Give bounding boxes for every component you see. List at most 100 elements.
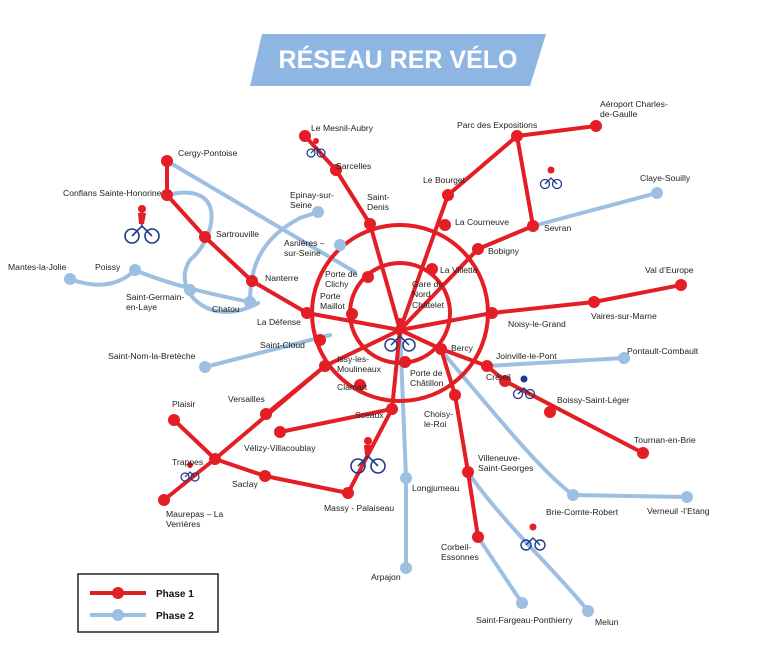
legend-phase1-label: Phase 1 <box>156 589 194 600</box>
station-chatou <box>244 296 256 308</box>
phase1-stations <box>158 120 687 543</box>
station-la-villette <box>426 263 438 275</box>
label-melun: Melun <box>595 617 619 627</box>
station-parc-expo <box>511 130 523 142</box>
label-arpajon: Arpajon <box>371 572 401 582</box>
station-brie-comte-robert <box>567 489 579 501</box>
line-corbeil <box>439 347 480 539</box>
station-la-courneuve <box>439 219 451 231</box>
station-saint-nom <box>199 361 211 373</box>
cyclist-icon <box>124 205 160 244</box>
label-conflans: Conflans Sainte-Honorine <box>63 188 162 198</box>
station-epinay <box>312 206 324 218</box>
station-sceaux <box>386 403 398 415</box>
station-porte-maillot <box>346 308 358 320</box>
station-saint-fargeau <box>516 597 528 609</box>
label-tournan: Tournan-en-Brie <box>634 435 696 445</box>
station-villeneuve <box>462 466 474 478</box>
station-porte-chatillon <box>399 356 411 368</box>
station-labels: Le Mesnil-Aubry Sarcelles Saint-Denis Pa… <box>8 99 710 627</box>
line-chatou-epinay <box>248 210 320 304</box>
station-poissy <box>129 264 141 276</box>
line-velizy <box>278 407 394 434</box>
station-creteil <box>499 375 511 387</box>
label-creteil: Créteil <box>486 372 511 382</box>
station-velizy <box>274 426 286 438</box>
cyclist-icon <box>180 462 200 482</box>
title-background <box>250 34 546 86</box>
label-cergy: Cergy-Pontoise <box>178 148 237 158</box>
station-verneuil <box>681 491 693 503</box>
label-boissy: Boissy-Saint-Léger <box>557 395 630 405</box>
station-boissy <box>544 406 556 418</box>
label-choisy: Choisy-le-Roi <box>424 409 453 429</box>
label-sartrouville: Sartrouville <box>216 229 259 239</box>
label-saint-denis: Saint-Denis <box>367 192 390 212</box>
station-saint-denis <box>364 218 376 230</box>
station-mantes-la-jolie <box>64 273 76 285</box>
legend-phase1-dot <box>112 587 124 599</box>
station-pontault <box>618 352 630 364</box>
legend-phase2-dot <box>112 609 124 621</box>
station-tournan <box>637 447 649 459</box>
label-saint-fargeau: Saint-Fargeau-Ponthierry <box>476 615 573 625</box>
station-saint-cloud <box>314 334 326 346</box>
station-claye-souilly <box>651 187 663 199</box>
legend: Phase 1 Phase 2 <box>77 573 219 633</box>
station-nanterre <box>246 275 258 287</box>
station-trappes <box>209 453 221 465</box>
line-conflans-loop <box>165 190 260 314</box>
station-versailles <box>260 408 272 420</box>
label-saint-nom: Saint-Nom-la-Bretèche <box>108 351 196 361</box>
station-arpajon <box>400 562 412 574</box>
label-sceaux: Sceaux <box>355 410 384 420</box>
station-cergy <box>161 155 173 167</box>
station-massy <box>342 487 354 499</box>
line-val-europe <box>398 283 683 332</box>
station-clamart <box>354 379 366 391</box>
label-issy: Issy-les-Moulineaux <box>337 354 382 374</box>
label-nanterre: Nanterre <box>265 273 299 283</box>
label-verneuil: Verneuil -l’Etang <box>647 506 710 516</box>
station-cdg <box>590 120 602 132</box>
label-velizy: Vélizy-Villacoublay <box>244 443 316 453</box>
station-noisy <box>486 307 498 319</box>
station-asnieres <box>334 239 346 251</box>
legend-phase2-label: Phase 2 <box>156 611 194 622</box>
legend-box <box>77 573 219 633</box>
label-la-courneuve: La Courneuve <box>455 217 509 227</box>
label-trappes: Trappes <box>172 457 203 467</box>
label-plaisir: Plaisir <box>172 399 196 409</box>
station-joinville <box>481 360 493 372</box>
label-la-defense: La Défense <box>257 317 301 327</box>
station-porte-clichy <box>362 271 374 283</box>
station-sartrouville <box>199 231 211 243</box>
label-clamart: Clamart <box>337 382 368 392</box>
label-corbeil: Corbeil-Essonnes <box>441 542 479 562</box>
label-epinay: Epinay-sur-Seine <box>290 190 334 210</box>
line-saint-nom <box>203 333 332 369</box>
label-sevran: Sevran <box>544 223 571 233</box>
line-cdg <box>398 124 598 332</box>
label-cdg: Aéroport Charles-de-Gaulle <box>600 99 668 119</box>
phase2-stations <box>64 187 693 617</box>
label-asnieres: Asnières –sur-Seine <box>284 238 325 258</box>
label-le-bourget: Le Bourget <box>423 175 466 185</box>
label-val-europe: Val d’Europe <box>645 265 694 275</box>
station-bercy <box>435 343 447 355</box>
label-la-villette: La Villette <box>440 265 478 275</box>
station-mesnil-aubry <box>299 130 311 142</box>
label-bercy: Bercy <box>451 343 474 353</box>
label-joinville: Joinville-le-Pont <box>496 351 557 361</box>
station-val-europe <box>675 279 687 291</box>
label-claye-souilly: Claye-Souilly <box>640 173 691 183</box>
label-pontault: Pontault-Combault <box>627 346 699 356</box>
station-melun <box>582 605 594 617</box>
line-versailles <box>264 364 327 416</box>
station-corbeil <box>472 531 484 543</box>
line-plaisir <box>172 418 217 461</box>
label-mantes: Mantes-la-Jolie <box>8 262 66 272</box>
